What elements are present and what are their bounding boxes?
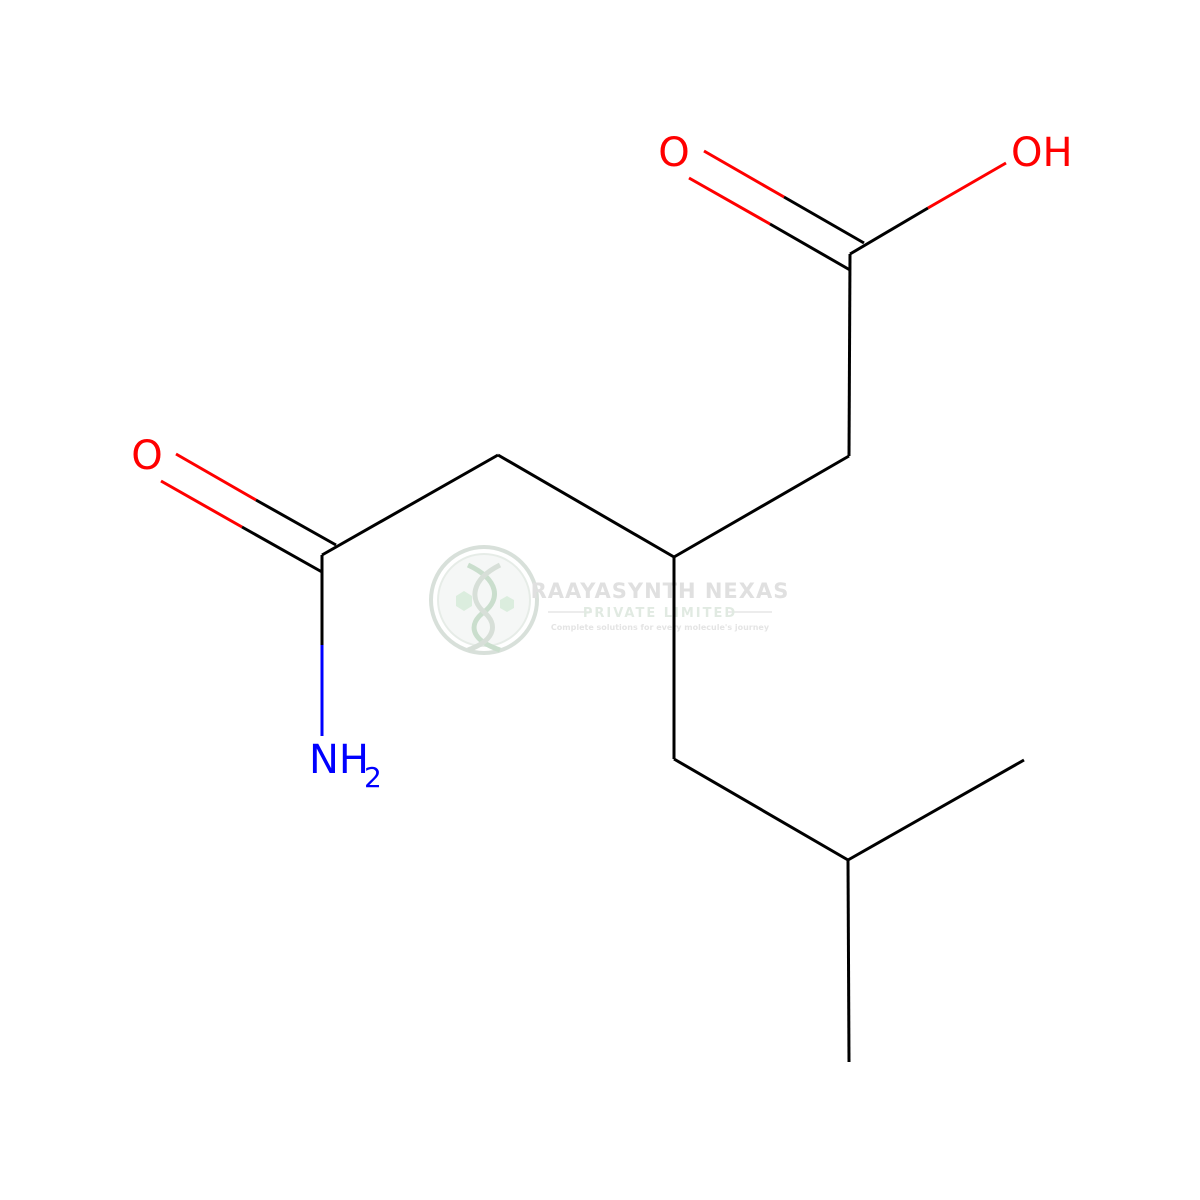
- watermark-type: PRIVATE LIMITED: [583, 606, 737, 621]
- bond-acid-hydroxyl: [849, 161, 1007, 256]
- bond-isopropyl-to-methyl-down: [846, 859, 851, 1063]
- watermark: RAAYASYNTH NEXAS PRIVATE LIMITED Complet…: [429, 545, 790, 655]
- bond-acid-c-to-ch2: [847, 253, 852, 457]
- atom-o-acid-carbonyl: O: [658, 130, 689, 176]
- watermark-tagline: Complete solutions for every molecule's …: [551, 623, 770, 632]
- atom-labels: O OH O NH 2: [131, 130, 1072, 794]
- watermark-logo-icon: [429, 545, 539, 655]
- bond-ch2-left-to-amide-c: [321, 453, 499, 557]
- atom-nh2-amide: NH: [309, 737, 369, 783]
- bonds: [160, 149, 1025, 1063]
- bond-ch-to-ch2-left: [497, 453, 675, 559]
- bond-amide-carbonyl-double: [160, 452, 337, 574]
- bond-ch2-to-isopropyl-ch: [673, 757, 849, 862]
- bond-ch2-to-ch: [673, 454, 850, 559]
- bond-isopropyl-to-methyl-right: [847, 758, 1025, 862]
- watermark-company: RAAYASYNTH NEXAS: [531, 579, 790, 603]
- bond-acid-carbonyl-double: [688, 149, 865, 272]
- atom-oh-acid: OH: [1011, 130, 1073, 176]
- atom-o-amide-carbonyl: O: [131, 433, 162, 479]
- atom-nh2-subscript: 2: [364, 761, 382, 794]
